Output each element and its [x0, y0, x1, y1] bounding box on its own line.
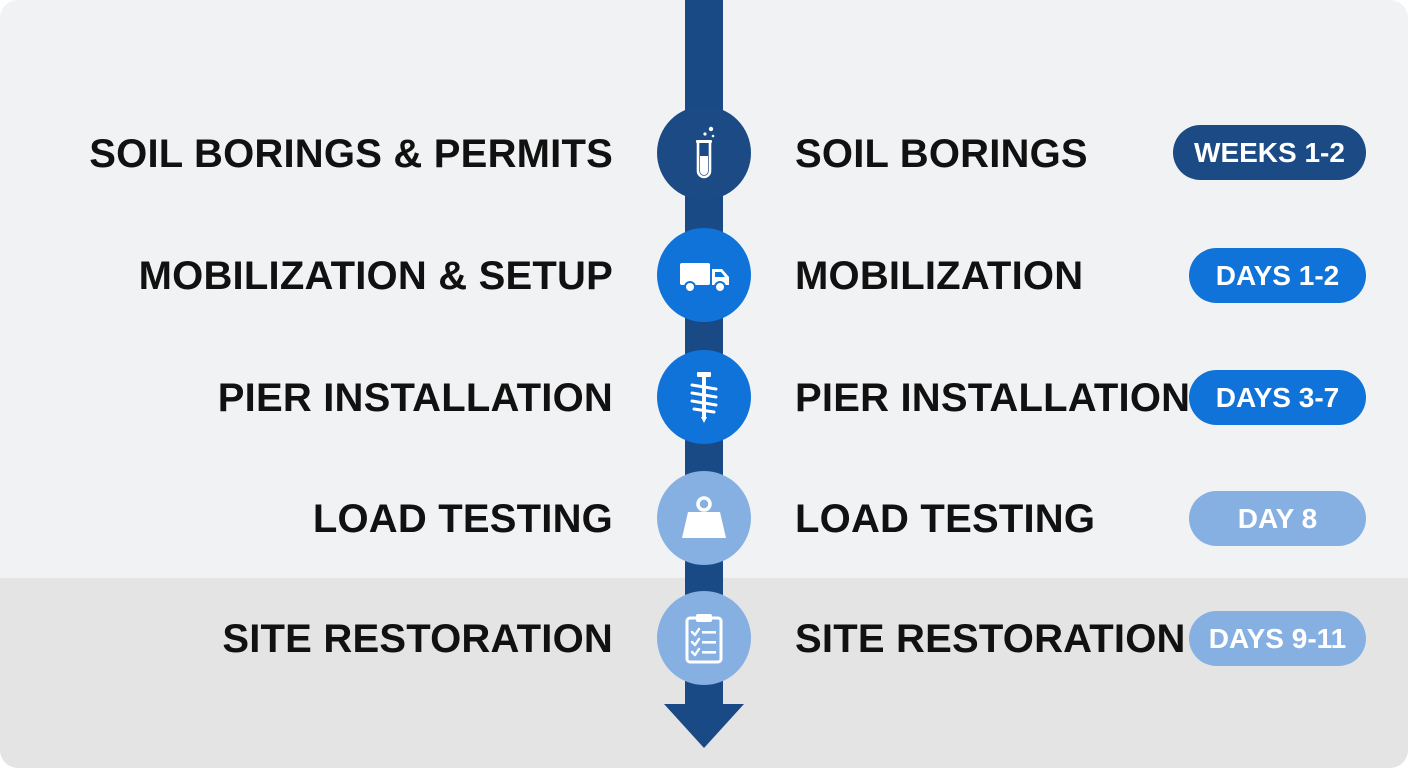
step-node-4: [657, 471, 751, 565]
step-label-pier-installation: PIER INSTALLATION: [795, 376, 1191, 420]
phase-label-soil-borings-permits: SOIL BORINGS & PERMITS: [89, 132, 613, 176]
phase-label-load-testing: LOAD TESTING: [312, 497, 613, 541]
step-node-5: [657, 591, 751, 685]
duration-badge-weeks-1-2: WEEKS 1-2: [1173, 125, 1366, 180]
timeline-arrowhead: [664, 704, 744, 748]
duration-badge-days-1-2: DAYS 1-2: [1189, 248, 1366, 303]
duration-badge-days-9-11: DAYS 9-11: [1189, 611, 1366, 666]
step-label-load-testing: LOAD TESTING: [795, 497, 1096, 541]
phase-label-mobilization-setup: MOBILIZATION & SETUP: [138, 254, 613, 298]
helical-pier-icon: [690, 372, 718, 423]
duration-badge-day-8: DAY 8: [1189, 491, 1366, 546]
step-label-site-restoration: SITE RESTORATION: [795, 617, 1186, 661]
step-label-soil-borings: SOIL BORINGS: [795, 132, 1088, 176]
step-node-1: [657, 106, 751, 200]
step-node-3: [657, 350, 751, 444]
step-label-mobilization: MOBILIZATION: [795, 254, 1084, 298]
phase-label-pier-installation: PIER INSTALLATION: [217, 376, 613, 420]
step-node-2: [657, 228, 751, 322]
checklist-clipboard-icon: [685, 614, 723, 664]
test-tube-icon: [696, 126, 715, 179]
duration-badge-days-3-7: DAYS 3-7: [1189, 370, 1366, 425]
truck-icon: [680, 263, 729, 293]
weight-icon: [682, 496, 726, 538]
phase-label-site-restoration: SITE RESTORATION: [222, 617, 613, 661]
